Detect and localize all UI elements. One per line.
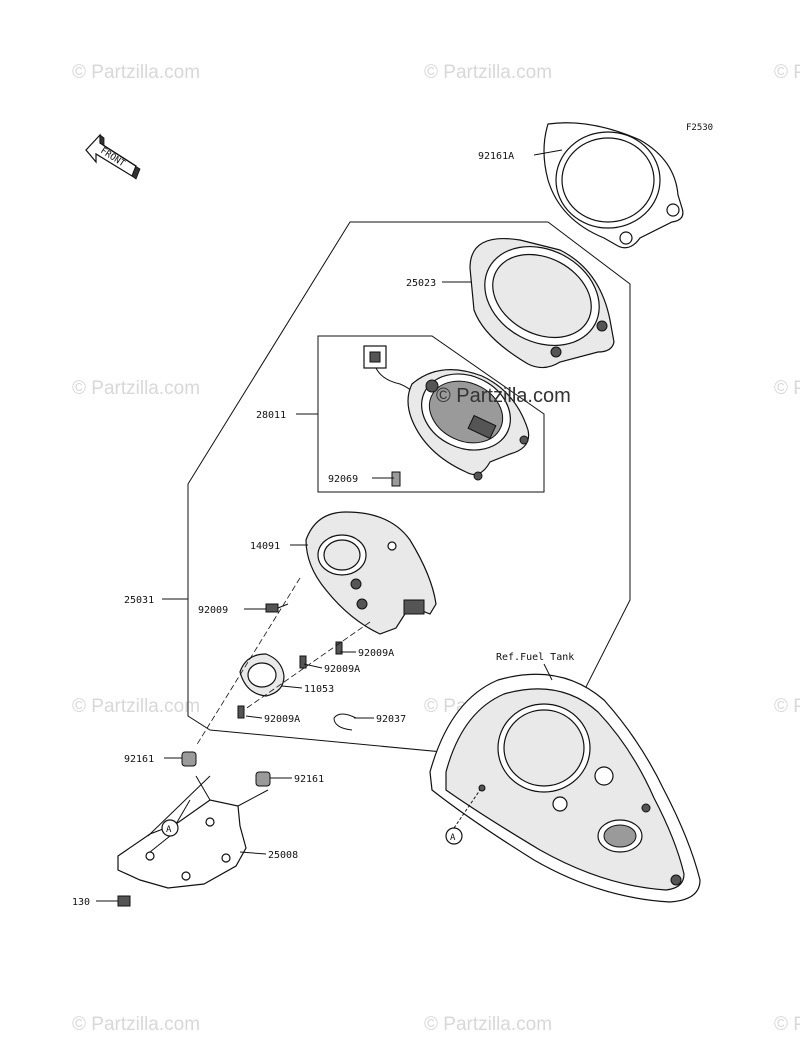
speedometer-unit-28011: © Partzilla.com: [363, 345, 571, 481]
watermark: © Partzilla.com: [424, 1014, 552, 1035]
watermark: © Partzilla.com: [774, 378, 800, 399]
label-92161: 92161: [294, 774, 324, 785]
screw-92009A: [335, 641, 343, 655]
label-92161: 92161: [124, 754, 154, 765]
meter-bracket-25008: [117, 775, 269, 889]
label-25008: 25008: [268, 850, 298, 861]
label-92009: 92009: [198, 605, 228, 616]
screw-92009A: [299, 655, 307, 669]
grommet-92161: [181, 751, 197, 767]
figure-code: F2530: [686, 123, 713, 133]
meter-case-25023: [469, 238, 615, 369]
watermark: © Partzilla.com: [774, 62, 800, 83]
fuel-tank-cover-reference: [429, 673, 701, 903]
callout-labels: 92161A 25023 28011 92069 14091 25031 920…: [72, 151, 574, 908]
reference-a-label: A: [450, 833, 456, 843]
label-92161A: 92161A: [478, 151, 514, 162]
reference-a-label: A: [166, 825, 172, 835]
guide-line: [243, 621, 371, 711]
reference-marker-a: A: [149, 819, 179, 853]
label-11053: 11053: [304, 684, 334, 695]
meter-cover-ring-92161A: [543, 122, 684, 249]
label-130: 130: [72, 897, 90, 908]
label-25031: 25031: [124, 595, 154, 606]
label-25023: 25023: [406, 278, 436, 289]
watermark: © Partzilla.com: [774, 696, 800, 717]
watermark: © Partzilla.com: [72, 378, 200, 399]
watermark: © Partzilla.com: [72, 1014, 200, 1035]
label-ref-fuel-tank: Ref.Fuel Tank: [496, 652, 574, 663]
guide-line: [195, 577, 301, 747]
label-14091: 14091: [250, 541, 280, 552]
reference-marker-a: A: [445, 789, 481, 845]
watermark: © Partzilla.com: [72, 696, 200, 717]
label-92037: 92037: [376, 714, 406, 725]
label-28011: 28011: [256, 410, 286, 421]
label-92009A: 92009A: [264, 714, 300, 725]
label-92009A: 92009A: [324, 664, 360, 675]
label-92069: 92069: [328, 474, 358, 485]
bracket-11053: [239, 653, 285, 697]
watermark: © Partzilla.com: [774, 1014, 800, 1035]
screw-92069: [391, 471, 401, 487]
meter-assembly-box-28011: [317, 335, 545, 493]
watermark: © Partzilla.com: [72, 62, 200, 83]
front-arrow-icon: FRONT: [85, 133, 141, 180]
bolt-92009: [265, 603, 289, 613]
screw-92009A: [237, 705, 245, 719]
leader-lines: [96, 149, 563, 902]
watermark: © Partzilla.com: [424, 62, 552, 83]
label-92009A: 92009A: [358, 648, 394, 659]
grommet-92161: [255, 771, 271, 787]
clip-92037: [333, 713, 357, 731]
watermark-overlay: © Partzilla.com: [436, 385, 571, 407]
bolt-130: [117, 895, 131, 907]
meter-housing-14091: [305, 511, 437, 635]
